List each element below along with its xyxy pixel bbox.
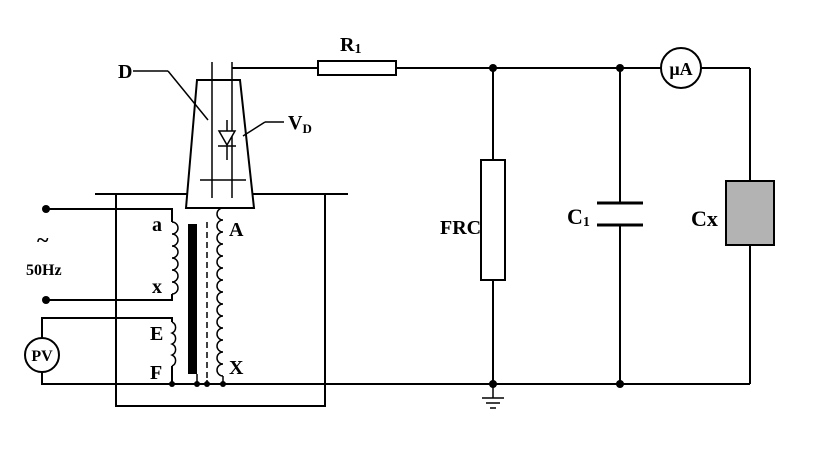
- c1-branch: C1: [567, 68, 643, 384]
- hv-winding: [216, 207, 224, 377]
- label-x: x: [152, 276, 162, 298]
- leader-D-angled: [167, 70, 209, 121]
- pv-wire-f: [41, 366, 173, 385]
- test-object-cx: [725, 180, 775, 246]
- leader-VD-angled: [242, 121, 266, 137]
- label-X: X: [229, 357, 244, 379]
- frc-branch: FRC: [440, 68, 506, 384]
- primary-winding: [171, 221, 179, 295]
- hv-bus: R1: [232, 34, 750, 76]
- label-Cx: Cx: [691, 206, 718, 231]
- label-a: a: [152, 214, 162, 236]
- ground-bus: [169, 374, 750, 409]
- label-A: A: [229, 219, 244, 241]
- supply: ~ 50Hz: [26, 205, 173, 304]
- frequency-label: 50Hz: [26, 262, 62, 279]
- frc-divider: [480, 159, 506, 281]
- label-VD-sub: D: [302, 121, 311, 136]
- voltmeter: PV: [24, 317, 173, 385]
- node: [169, 381, 175, 387]
- label-C1-sub: 1: [583, 215, 590, 230]
- measuring-winding: [170, 321, 177, 367]
- ac-symbol: ~: [37, 227, 49, 252]
- label-R1-sub: 1: [354, 42, 361, 57]
- node: [220, 381, 226, 387]
- label-C1-main: C: [567, 204, 583, 229]
- label-VD: VD: [288, 112, 312, 136]
- label-FRC: FRC: [440, 217, 481, 239]
- supply-wire-x: [46, 294, 173, 301]
- resistor-r1: [317, 60, 397, 76]
- label-C1: C1: [567, 204, 590, 230]
- label-VD-main: V: [288, 112, 303, 134]
- supply-wire-a: [46, 208, 173, 222]
- label-F: F: [150, 362, 162, 384]
- microammeter-label: µA: [669, 59, 692, 79]
- label-D: D: [118, 61, 132, 83]
- label-R1: R1: [340, 34, 361, 57]
- label-R1-main: R: [340, 34, 355, 56]
- label-E: E: [150, 323, 163, 345]
- diode-assembly: D VD: [118, 61, 312, 209]
- voltmeter-label: PV: [31, 348, 53, 365]
- cx-branch: µA Cx: [660, 47, 775, 384]
- pv-wire-e: [41, 317, 173, 338]
- diode-housing: [184, 79, 256, 209]
- microammeter-circle: [660, 47, 702, 89]
- iron-core: [188, 224, 197, 374]
